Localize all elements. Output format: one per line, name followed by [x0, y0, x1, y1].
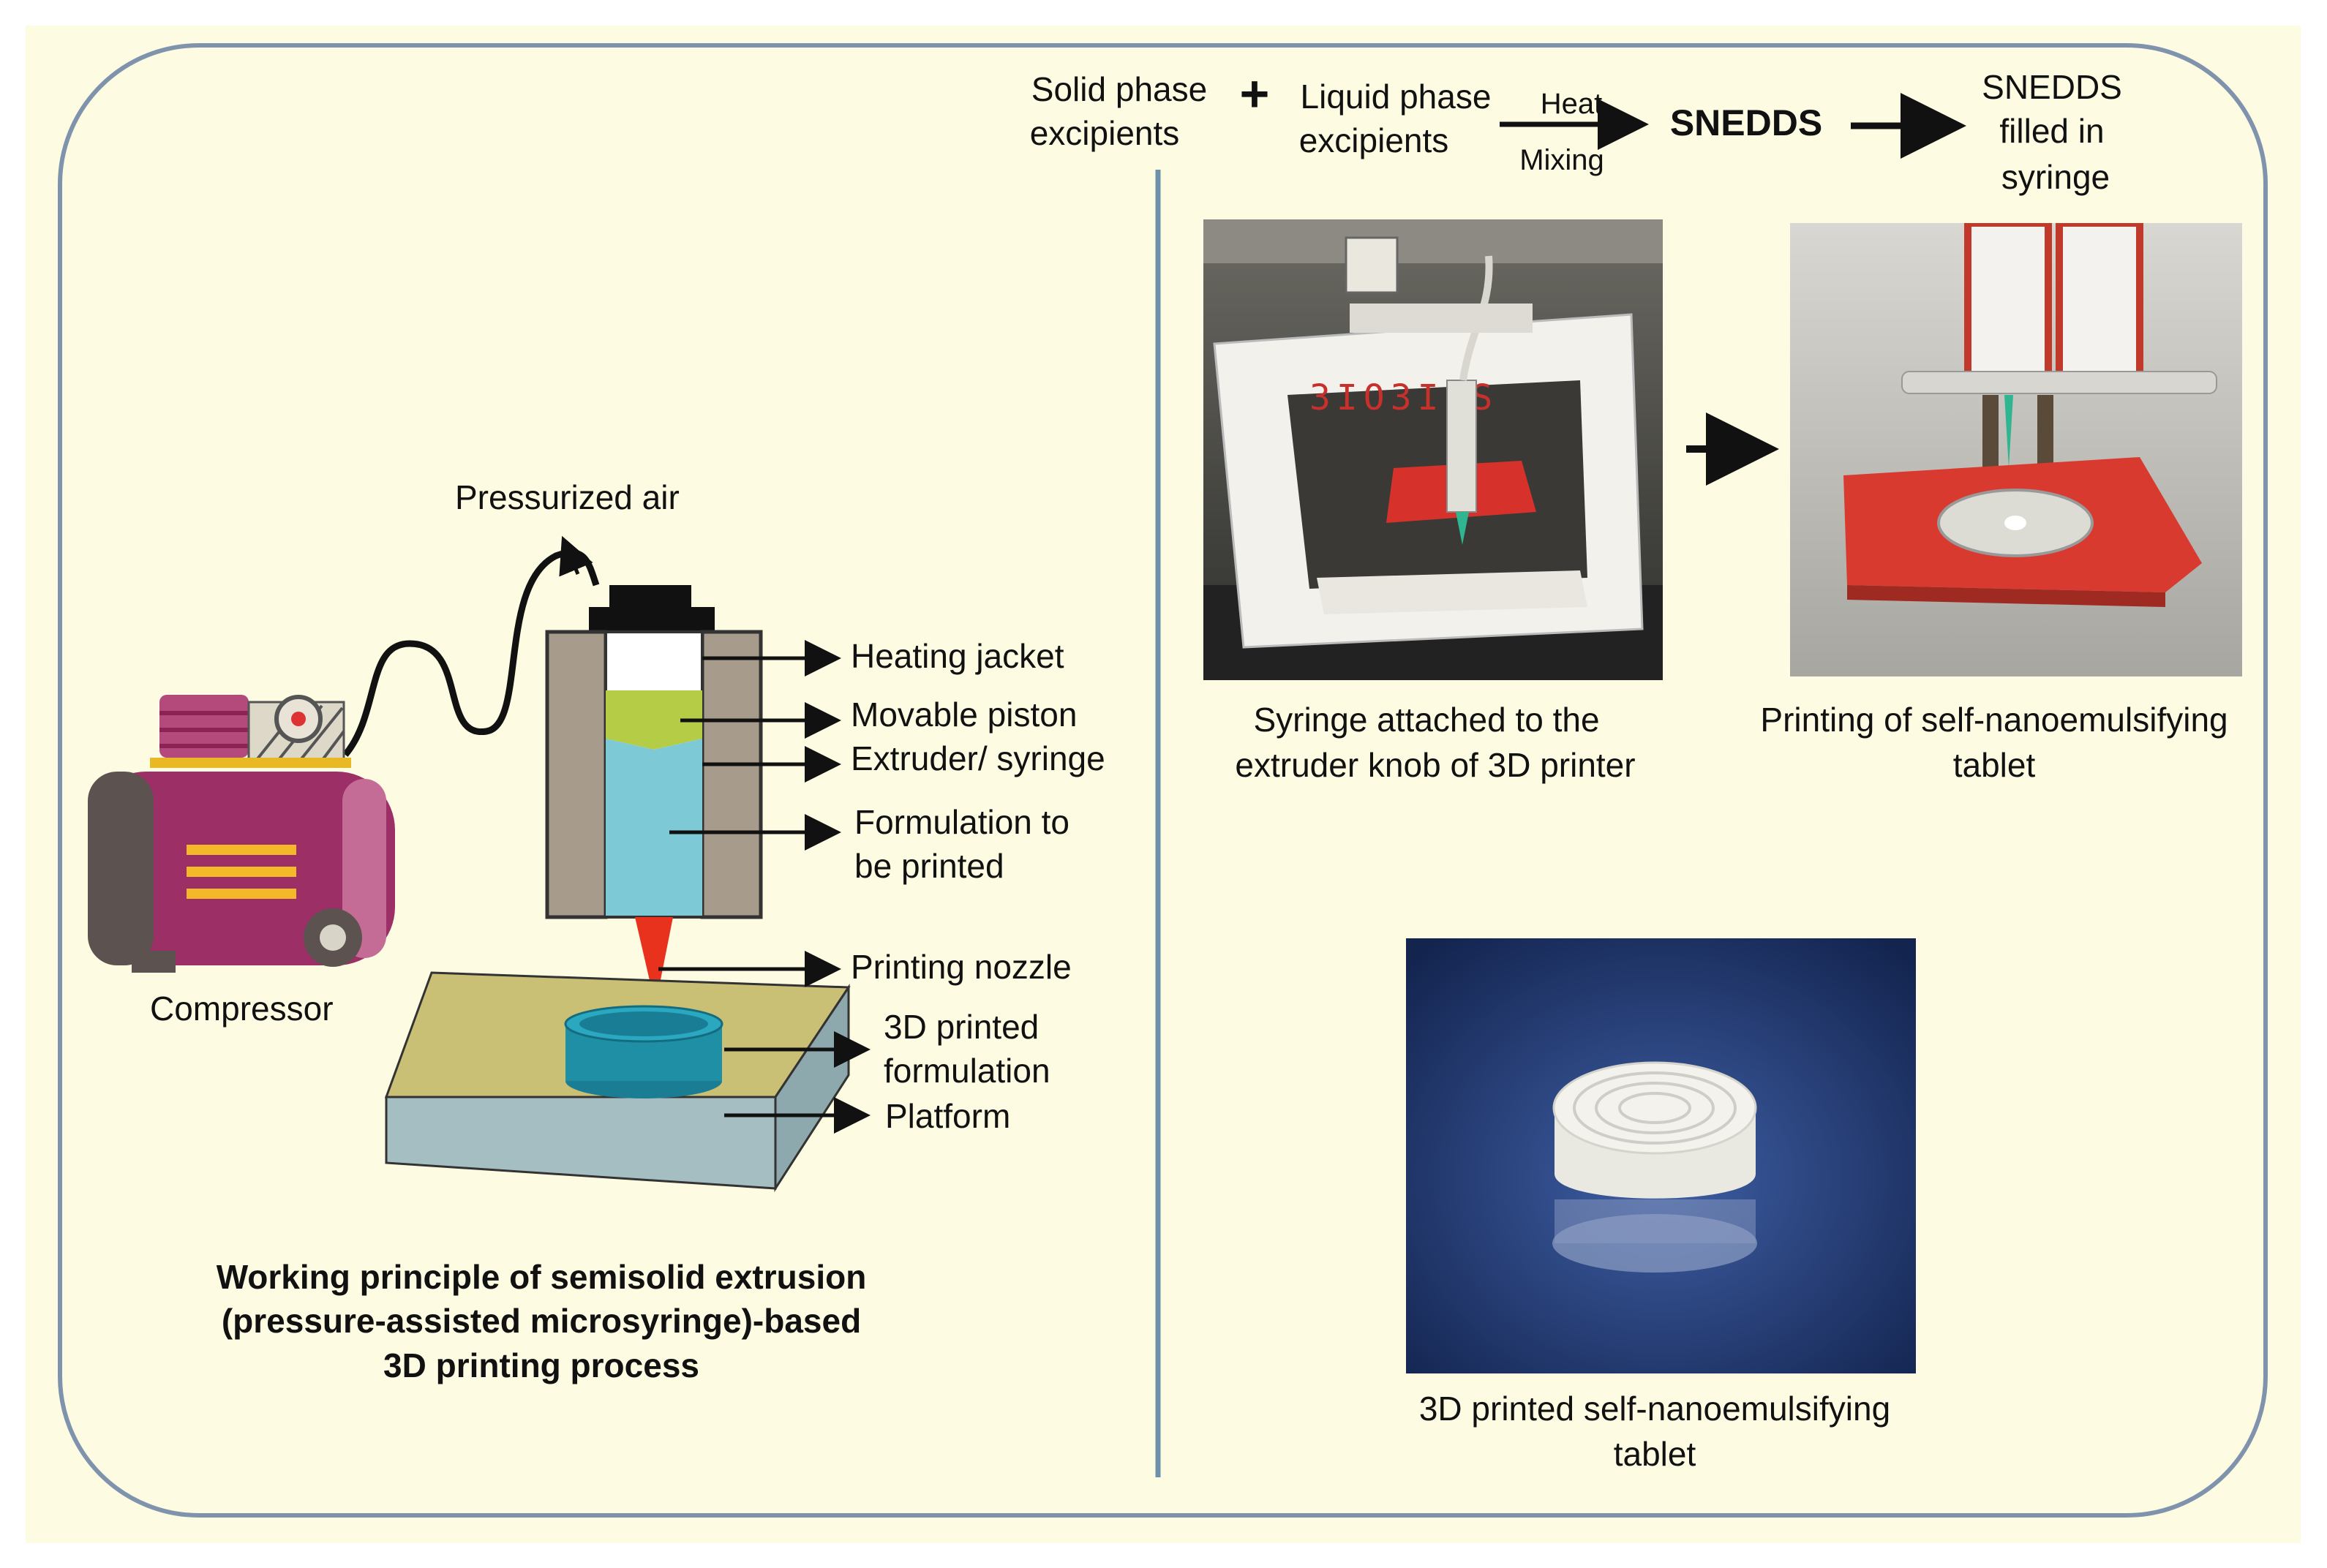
photo2-caption-line2: tablet — [1953, 746, 2036, 784]
photo3-caption-line2: tablet — [1614, 1435, 1696, 1473]
movable-piston — [606, 690, 702, 750]
photo-printer-syringe: 3IO3ICS — [1203, 219, 1663, 680]
air-hose — [342, 549, 600, 757]
label-extruder-syringe: Extruder/ syringe — [851, 739, 1105, 777]
photo-printing-tablet — [1790, 223, 2242, 676]
vent — [187, 845, 296, 855]
caption-left-line3: 3D printing process — [383, 1346, 699, 1384]
arrow-pressurized-air — [559, 535, 593, 577]
label-heat: Heat — [1541, 88, 1603, 120]
photo-printed-tablet — [1406, 938, 1916, 1373]
solid-phase-line1: Solid phase — [1031, 70, 1207, 108]
label-printed-line2: formulation — [884, 1052, 1050, 1090]
label-formulation-line1: Formulation to — [854, 803, 1069, 841]
label-mixing: Mixing — [1519, 144, 1604, 176]
liquid-phase-line2: excipients — [1299, 121, 1449, 159]
photo2-caption-line1: Printing of self-nanoemulsifying — [1760, 701, 2228, 739]
label-movable-piston: Movable piston — [851, 696, 1077, 734]
left-arrows — [559, 535, 871, 1134]
printing-nozzle — [635, 917, 673, 1006]
photo1-caption-line2: extruder knob of 3D printer — [1235, 746, 1635, 784]
filled-line2: filled in — [1999, 112, 2104, 150]
label-printed-line1: 3D printed — [884, 1008, 1039, 1046]
label-heating-jacket: Heating jacket — [851, 637, 1064, 675]
plus-sign: + — [1240, 65, 1270, 122]
formulation-fill — [606, 739, 702, 916]
heating-jacket-right — [700, 630, 763, 919]
compressor-coil — [159, 695, 249, 758]
caption-left-line2: (pressure-assisted microsyringe)-based — [222, 1302, 861, 1340]
label-compressor: Compressor — [150, 990, 334, 1028]
caption-left-line1: Working principle of semisolid extrusion — [217, 1258, 867, 1296]
label-pressurized-air: Pressurized air — [455, 478, 680, 516]
compressor-illustration — [88, 549, 600, 973]
filled-line3: syringe — [2001, 158, 2110, 196]
platform-side — [774, 984, 850, 1193]
label-platform: Platform — [885, 1097, 1010, 1135]
liquid-phase-line1: Liquid phase — [1301, 78, 1492, 116]
photo3-caption-line1: 3D printed self-nanoemulsifying — [1419, 1390, 1890, 1428]
heating-jacket-left — [545, 630, 608, 919]
photo1-caption-line1: Syringe attached to the — [1253, 701, 1599, 739]
extruder-illustration — [384, 585, 851, 1193]
filled-line1: SNEDDS — [1982, 68, 2122, 106]
solid-phase-line2: excipients — [1030, 114, 1180, 152]
label-formulation-line2: be printed — [854, 847, 1004, 885]
label-snedds: SNEDDS — [1670, 102, 1822, 143]
label-printing-nozzle: Printing nozzle — [851, 948, 1072, 986]
syringe-cap — [609, 585, 691, 608]
